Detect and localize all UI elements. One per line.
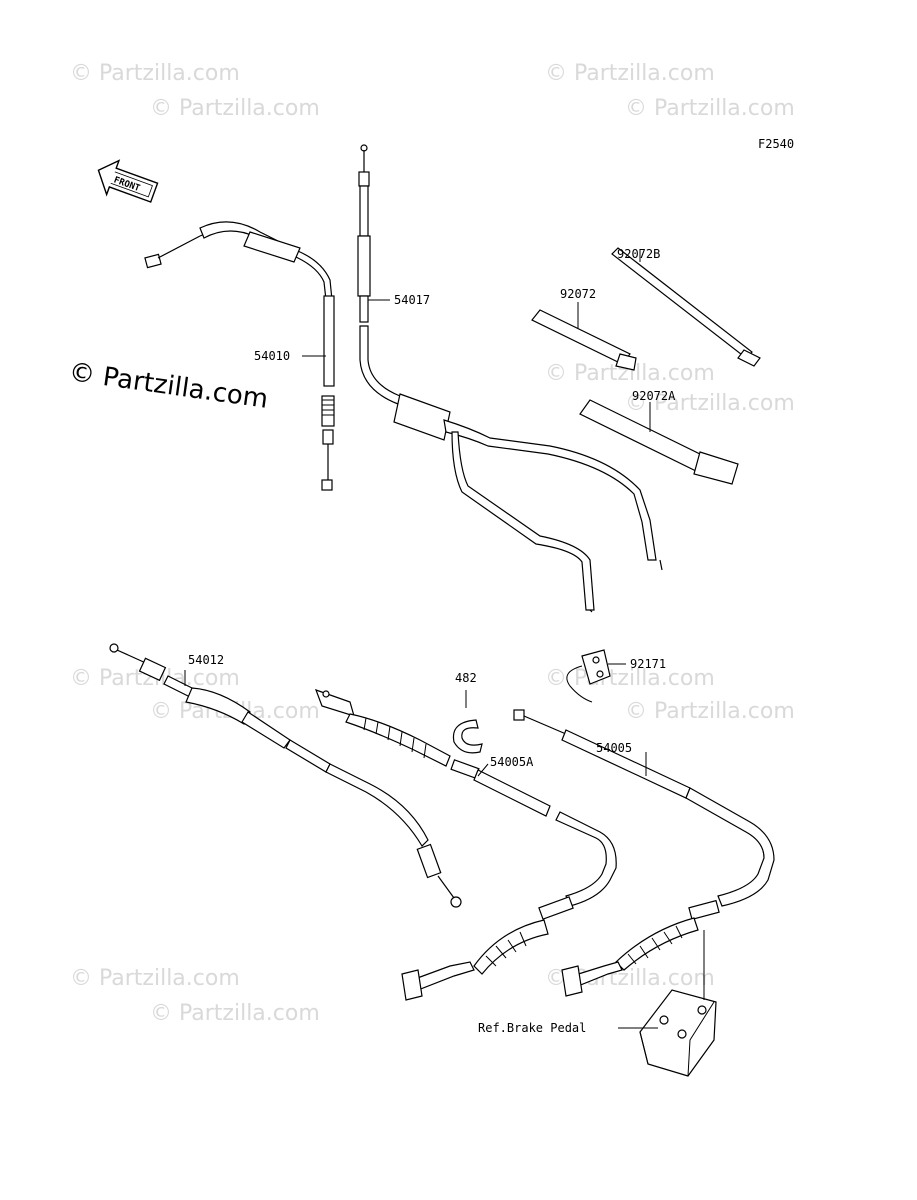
part-92072B-cable-tie (611, 247, 761, 367)
brake-pedal-bracket (639, 989, 717, 1077)
watermarks: © Partzilla.com © Partzilla.com © Partzi… (70, 61, 795, 1026)
label-54005: 54005 (596, 741, 632, 755)
watermark-top-left: © Partzilla.com (70, 61, 240, 86)
label-92072A: 92072A (632, 389, 676, 403)
part-482-clip (452, 719, 483, 754)
front-arrow-icon: FRONT (97, 159, 159, 203)
part-92072A-cable-tie (579, 399, 739, 485)
watermark-mid-right-2: © Partzilla.com (625, 391, 795, 416)
cable-54017 (357, 144, 663, 613)
label-482: 482 (455, 671, 477, 685)
figure-code: F2540 (758, 137, 794, 151)
part-92072-cable-tie (531, 309, 637, 371)
label-54005A: 54005A (490, 755, 534, 769)
label-ref-brake-pedal: Ref.Brake Pedal (478, 1021, 586, 1035)
cable-54005A (314, 689, 617, 1001)
label-54010: 54010 (254, 349, 290, 363)
watermark-mid-right-b: © Partzilla.com (545, 666, 715, 691)
label-92072B: 92072B (617, 247, 660, 261)
watermark-top-right-2: © Partzilla.com (625, 96, 795, 121)
watermark-main: © Partzilla.com (67, 357, 270, 415)
watermark-mid-right-b2: © Partzilla.com (625, 699, 795, 724)
label-92171: 92171 (630, 657, 666, 671)
label-92072: 92072 (560, 287, 596, 301)
label-54012: 54012 (188, 653, 224, 667)
watermark-top-left-2: © Partzilla.com (150, 96, 320, 121)
cable-54012 (109, 643, 462, 908)
cable-54010 (144, 221, 335, 491)
watermark-bottom-left: © Partzilla.com (70, 966, 240, 991)
watermark-bottom-left-2: © Partzilla.com (150, 1001, 320, 1026)
watermark-top-right: © Partzilla.com (545, 61, 715, 86)
label-54017: 54017 (394, 293, 430, 307)
leader-54005A (477, 763, 489, 777)
cable-54005 (513, 709, 775, 997)
part-92171-bracket (566, 649, 611, 703)
